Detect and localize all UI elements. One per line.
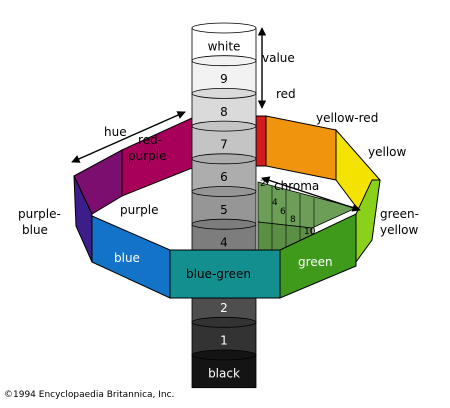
value-step-label-1: 1 (220, 334, 228, 348)
copyright-text: ©1994 Encyclopaedia Britannica, Inc. (4, 390, 175, 400)
value-step-top-white (191, 22, 257, 34)
chroma-arrow (261, 176, 361, 212)
value-step-black (191, 354, 257, 389)
green-yellow-label-1: green- (380, 207, 419, 221)
value-step-top-9 (191, 55, 257, 67)
green-label: green (298, 255, 333, 269)
blue-label: blue (114, 251, 140, 265)
hue-label: hue (104, 125, 127, 139)
value-step-label-white: white (208, 39, 241, 53)
chroma-step-6: 6 (280, 207, 286, 217)
value-step-top-7 (191, 120, 257, 132)
value-step-label-7: 7 (220, 137, 228, 151)
value-step-label-6: 6 (220, 170, 228, 184)
value-cylinder: white987654321black (191, 22, 257, 389)
purple-blue-label-1: purple- (18, 207, 61, 221)
value-label: value (262, 51, 295, 65)
green-yellow-label-2: yellow (380, 223, 418, 237)
chroma-step-8: 8 (290, 215, 296, 225)
value-step-top-5 (191, 186, 257, 197)
value-step-top-6 (191, 153, 257, 165)
purple-blue-label-2: blue (22, 223, 48, 237)
red-purple-label-1: red- (138, 133, 162, 147)
value-step-label-8: 8 (220, 105, 228, 119)
purple-label: purple (120, 203, 159, 217)
segment-yellow-red (265, 115, 337, 181)
value-step-9 (191, 60, 257, 94)
value-step-top-4 (191, 218, 257, 230)
hue-arrow (71, 111, 186, 163)
chroma-step-4: 4 (272, 198, 278, 208)
yellow-label: yellow (368, 145, 406, 159)
value-step-5 (191, 191, 257, 225)
chroma-label: chroma (274, 179, 319, 193)
value-step-label-5: 5 (220, 203, 228, 217)
value-step-label-9: 9 (220, 72, 228, 86)
value-step-top-black (191, 349, 257, 361)
value-step-top-8 (191, 88, 257, 99)
blue-green-label: blue-green (186, 267, 251, 281)
red-purple-label-2: purple (128, 149, 167, 163)
value-step-top-1 (191, 316, 257, 328)
yellow-red-label: yellow-red (316, 111, 378, 125)
segment-red (255, 115, 267, 167)
value-step-label-2: 2 (220, 301, 228, 315)
value-step-label-black: black (208, 366, 240, 380)
chroma-step-2: 2 (260, 179, 266, 189)
red-label: red (276, 87, 296, 101)
value-step-label-4: 4 (220, 236, 228, 250)
chroma-step-10: 10 (304, 227, 316, 237)
